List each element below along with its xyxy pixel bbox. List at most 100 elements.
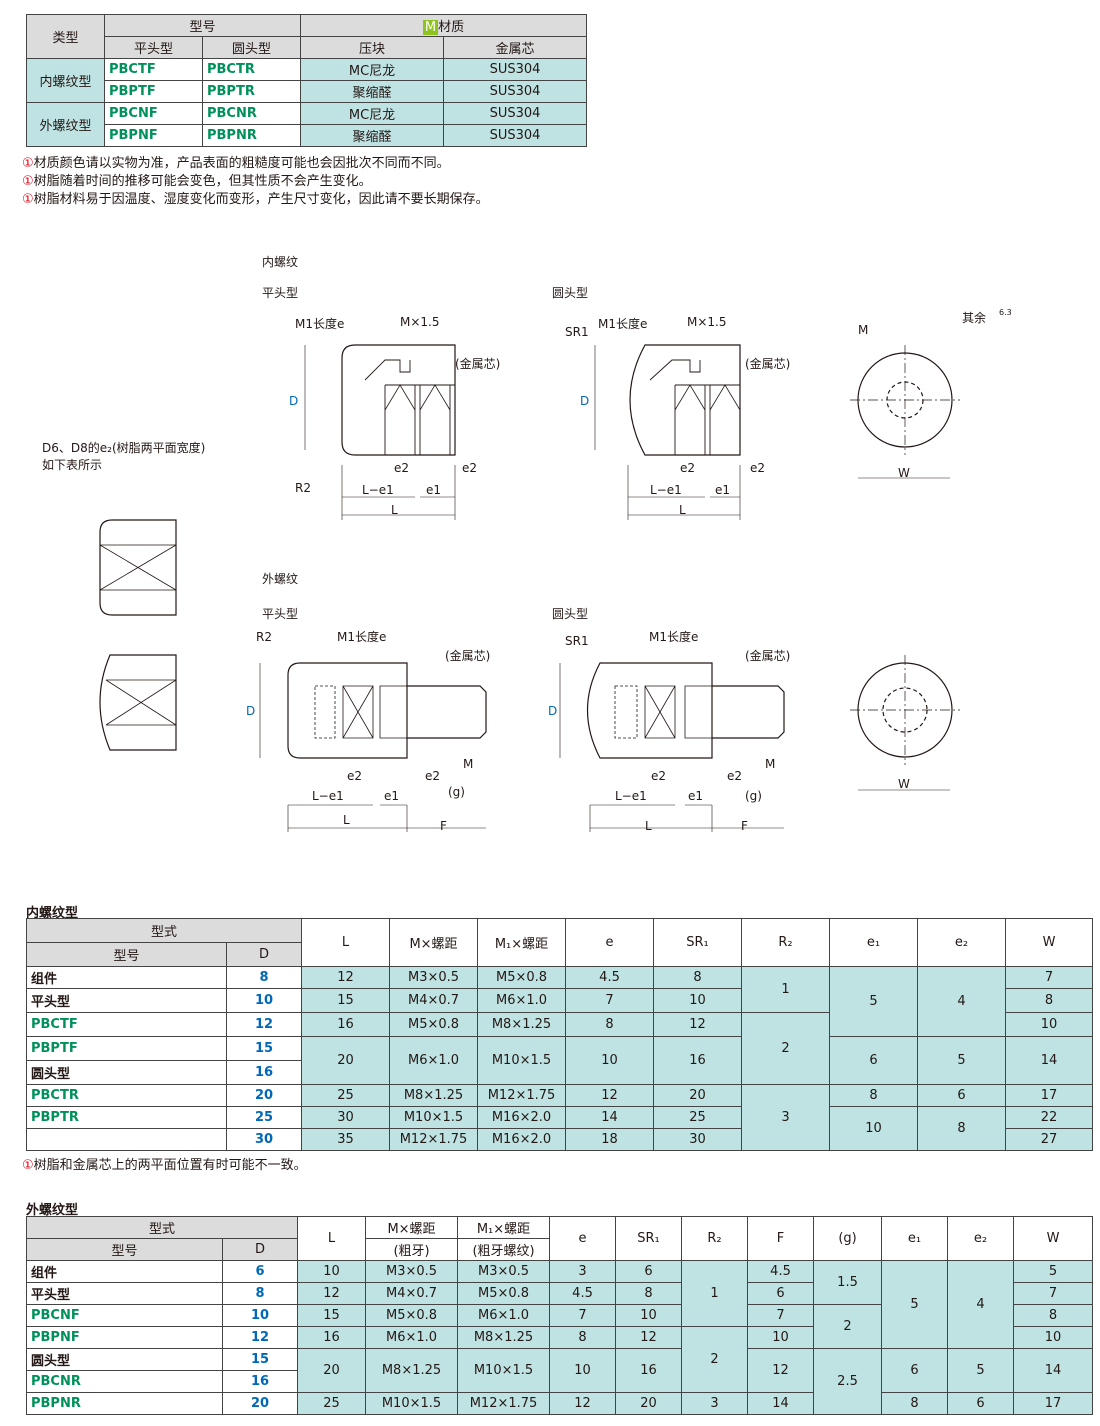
col-header: (g) — [813, 1216, 883, 1261]
header-type: 类型 — [26, 14, 105, 59]
core-label-ext: (金属芯) — [445, 648, 490, 663]
le1-label-r: L−e1 — [650, 483, 682, 497]
e2-label: e2 — [394, 461, 409, 475]
d-label-ext: D — [246, 704, 255, 718]
left-label: 组件 — [26, 966, 227, 989]
w-label: W — [898, 466, 910, 480]
header-flat: 平头型 — [104, 36, 203, 59]
cell: M8×1.25 — [477, 1012, 567, 1037]
cell: 12 — [653, 1012, 743, 1037]
e1-label: e1 — [426, 483, 441, 497]
w-label-ext: W — [898, 777, 910, 791]
e1-label-r: e1 — [715, 483, 730, 497]
cell: 20 — [297, 1348, 367, 1393]
d-cell: 8 — [221, 1282, 299, 1305]
r2-label-ext: R2 — [256, 630, 272, 644]
internal-table-note: ①树脂和金属芯上的两平面位置有时可能不一致。 — [22, 1158, 307, 1173]
cell: 4.5 — [549, 1282, 617, 1305]
g-label-r: (g) — [745, 789, 762, 803]
cell: M8×1.25 — [389, 1084, 479, 1107]
le1-label-ext: L−e1 — [312, 789, 344, 803]
d-cell: 10 — [221, 1304, 299, 1327]
header-form: 型式 — [25, 918, 303, 943]
left-label: 平头型 — [26, 988, 227, 1013]
rest-label: 其余 — [962, 310, 986, 325]
header-core: 金属芯 — [443, 36, 588, 59]
cell: M6×1.0 — [477, 988, 567, 1013]
cell: 20 — [301, 1036, 391, 1085]
cell: 12 — [297, 1282, 367, 1305]
d-cell: 16 — [221, 1370, 299, 1393]
m1e-label: M1长度e — [295, 316, 344, 331]
col-header: e₁ — [829, 918, 919, 967]
cell: 4 — [917, 966, 1007, 1037]
left-label: PBCNF — [26, 1304, 223, 1327]
side-note-2: 如下表所示 — [42, 457, 102, 472]
cell: M6×1.0 — [389, 1036, 479, 1085]
cell: M5×0.8 — [477, 966, 567, 989]
m-label: M — [858, 323, 868, 337]
cell: 16 — [653, 1036, 743, 1085]
cell: 8 — [549, 1326, 617, 1349]
m1e-label-round: M1长度e — [598, 316, 647, 331]
cell: 2 — [681, 1326, 749, 1393]
cell: 6 — [947, 1392, 1015, 1415]
left-label — [26, 1128, 227, 1151]
cell: 15 — [297, 1304, 367, 1327]
core-cell: SUS304 — [443, 80, 588, 103]
external-table-title: 外螺纹型 — [26, 1203, 79, 1218]
e2-label-rb: e2 — [750, 461, 765, 475]
internal-table-title: 内螺纹型 — [26, 906, 79, 921]
cell: 7 — [1013, 1282, 1094, 1305]
cell: 3 — [681, 1392, 749, 1415]
col-header: W — [1005, 918, 1094, 967]
group-label: 内螺纹型 — [26, 58, 105, 103]
cell: 10 — [565, 1036, 655, 1085]
col-header: W — [1013, 1216, 1094, 1261]
mx-label-round: M×1.5 — [687, 315, 727, 329]
cell: M12×1.75 — [389, 1128, 479, 1151]
r2-label: R2 — [295, 481, 311, 495]
sr1-label-ext: SR1 — [565, 634, 589, 648]
col-header: M₁×螺距 — [477, 918, 567, 967]
cell: 14 — [747, 1392, 815, 1415]
cell: 16 — [615, 1348, 683, 1393]
cell: 6 — [615, 1260, 683, 1283]
cell: 8 — [565, 1012, 655, 1037]
col-header: L — [297, 1216, 367, 1261]
cell: M8×1.25 — [365, 1348, 459, 1393]
core-cell: SUS304 — [443, 58, 588, 81]
cell: 35 — [301, 1128, 391, 1151]
cell: M3×0.5 — [365, 1260, 459, 1283]
left-label: PBPTR — [26, 1106, 227, 1129]
cell: 10 — [297, 1260, 367, 1283]
cell: M4×0.7 — [365, 1282, 459, 1305]
core-cell: SUS304 — [443, 102, 588, 125]
col-subheader: (粗牙) — [365, 1238, 459, 1261]
d-cell: 15 — [221, 1348, 299, 1371]
cell: 5 — [881, 1260, 949, 1349]
material-badge: M — [422, 20, 439, 35]
cell: 5 — [947, 1348, 1015, 1393]
cell: 4 — [947, 1260, 1015, 1349]
cell: 7 — [549, 1304, 617, 1327]
cell: 10 — [653, 988, 743, 1013]
cell: 17 — [1005, 1084, 1094, 1107]
core-label-round: (金属芯) — [745, 356, 790, 371]
cell: 6 — [747, 1282, 815, 1305]
cell: 12 — [301, 966, 391, 989]
d-cell: 8 — [225, 966, 303, 989]
external-title: 外螺纹 — [262, 572, 298, 586]
m-label-ext-r: M — [765, 757, 775, 771]
col-header: L — [301, 918, 391, 967]
cell: M10×1.5 — [457, 1348, 551, 1393]
l-label-ext: L — [343, 813, 350, 827]
d-cell: 12 — [221, 1326, 299, 1349]
e1-label-ext: e1 — [384, 789, 399, 803]
col-header: e₁ — [881, 1216, 949, 1261]
external-round-label: 圆头型 — [552, 607, 588, 621]
cell: M10×1.5 — [477, 1036, 567, 1085]
header-press: 压块 — [300, 36, 445, 59]
model-cell: PBPNF — [104, 124, 203, 147]
